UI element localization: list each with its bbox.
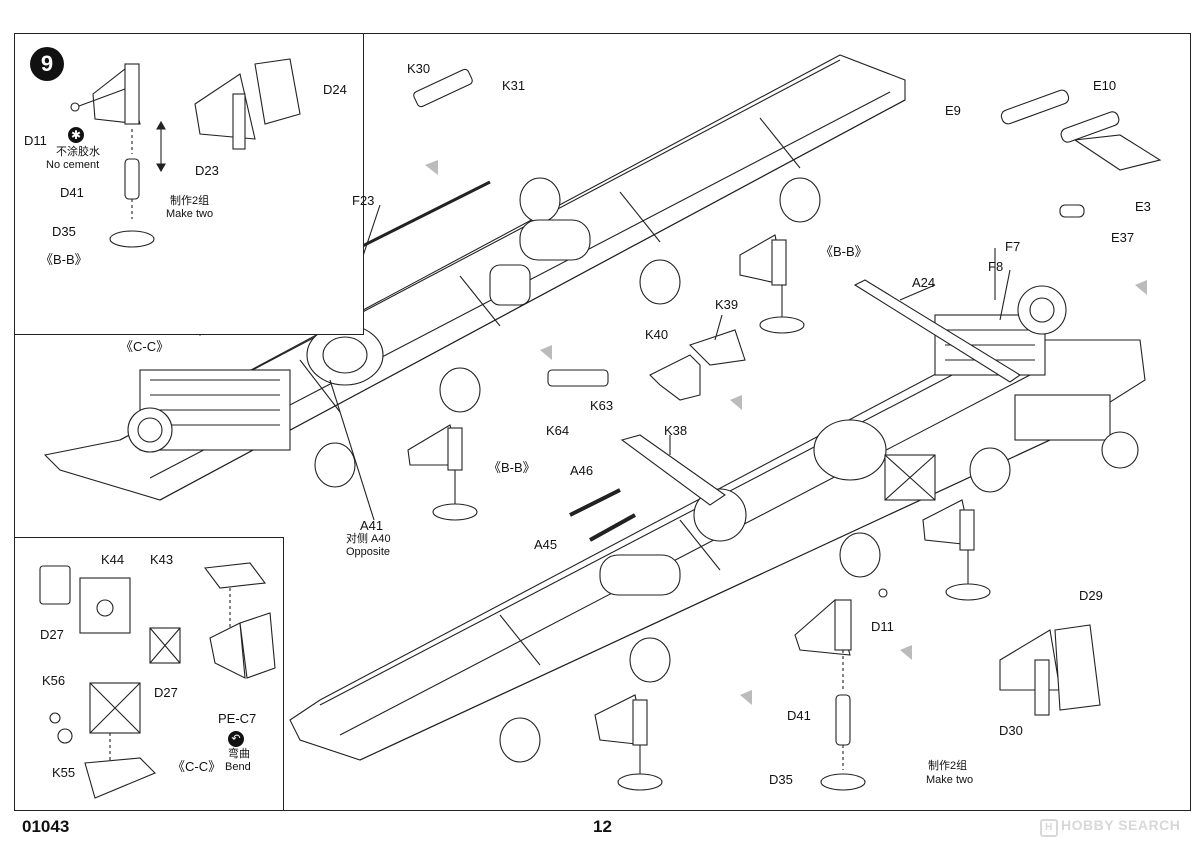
part-label-A45: A45 <box>534 537 558 552</box>
no-cement-note-cn: 不涂胶水 <box>56 146 100 158</box>
part-label-E37: E37 <box>1111 230 1135 245</box>
make-two-note-en-right: Make two <box>926 774 974 786</box>
part-label-D41: D41 <box>60 185 84 200</box>
part-label-E10: E10 <box>1093 78 1117 93</box>
part-label-E9: E9 <box>945 103 961 118</box>
watermark-logo-icon: H <box>1040 819 1058 837</box>
part-label-A41: A41 <box>360 518 384 533</box>
part-label-K31: K31 <box>502 78 526 93</box>
part-label-D24: D24 <box>323 82 347 97</box>
part-label-D41-right: D41 <box>787 708 811 723</box>
part-label-K40: K40 <box>645 327 669 342</box>
part-label-D30: D30 <box>999 723 1023 738</box>
part-label-D35: D35 <box>52 224 76 239</box>
bend-note-en: Bend <box>225 761 251 773</box>
part-label-D11: D11 <box>24 133 47 148</box>
callout-cc-upper: 《C-C》 <box>120 339 170 354</box>
part-label-F8: F8 <box>988 259 1004 274</box>
part-label-F23: F23 <box>352 193 375 208</box>
watermark-text: HOBBY SEARCH <box>1061 817 1181 833</box>
part-label-D23: D23 <box>195 163 219 178</box>
part-label-A46: A46 <box>570 463 594 478</box>
callout-bb-middle: 《B-B》 <box>488 460 536 475</box>
part-label-D27-b: D27 <box>154 685 178 700</box>
product-code: 01043 <box>22 817 70 836</box>
part-label-D27-a: D27 <box>40 627 64 642</box>
bend-icon: ↶ <box>228 731 244 747</box>
inset-cc-detail <box>14 537 284 811</box>
inset-cc-drawing <box>39 562 276 799</box>
make-two-note-en: Make two <box>166 208 214 220</box>
no-cement-note-en: No cement <box>46 159 100 171</box>
step-number-badge: 9 <box>30 47 64 81</box>
part-label-F7: F7 <box>1005 239 1021 254</box>
part-label-D29: D29 <box>1079 588 1103 603</box>
callout-bb-inset: 《B-B》 <box>40 252 88 267</box>
inset-step9-drawing <box>70 58 301 248</box>
part-label-K38: K38 <box>664 423 688 438</box>
part-label-K63: K63 <box>590 398 614 413</box>
make-two-note-cn: 制作2组 <box>170 195 210 207</box>
part-label-E3: E3 <box>1135 199 1151 214</box>
part-label-K55: K55 <box>52 765 76 780</box>
part-label-D35-right: D35 <box>769 772 793 787</box>
part-label-A24: A24 <box>912 275 936 290</box>
callout-cc-inset: 《C-C》 <box>172 759 222 774</box>
part-label-K56: K56 <box>42 673 66 688</box>
part-label-K43: K43 <box>150 552 174 567</box>
inset-step9 <box>14 33 364 335</box>
part-label-K30: K30 <box>407 61 431 76</box>
part-label-K39: K39 <box>715 297 739 312</box>
no-cement-icon: ✱ <box>68 127 84 143</box>
part-label-K44: K44 <box>101 552 125 567</box>
opposite-note-en: Opposite <box>346 546 391 558</box>
opposite-note-cn: 对侧 A40 <box>346 533 391 545</box>
part-label-D11-right: D11 <box>871 619 894 634</box>
part-label-PE-C7: PE-C7 <box>218 711 257 726</box>
page-number: 12 <box>593 817 612 836</box>
bend-note-cn: 弯曲 <box>228 748 250 760</box>
callout-bb-upper: 《B-B》 <box>820 244 868 259</box>
part-label-K64: K64 <box>546 423 570 438</box>
make-two-note-cn-right: 制作2组 <box>928 760 968 772</box>
